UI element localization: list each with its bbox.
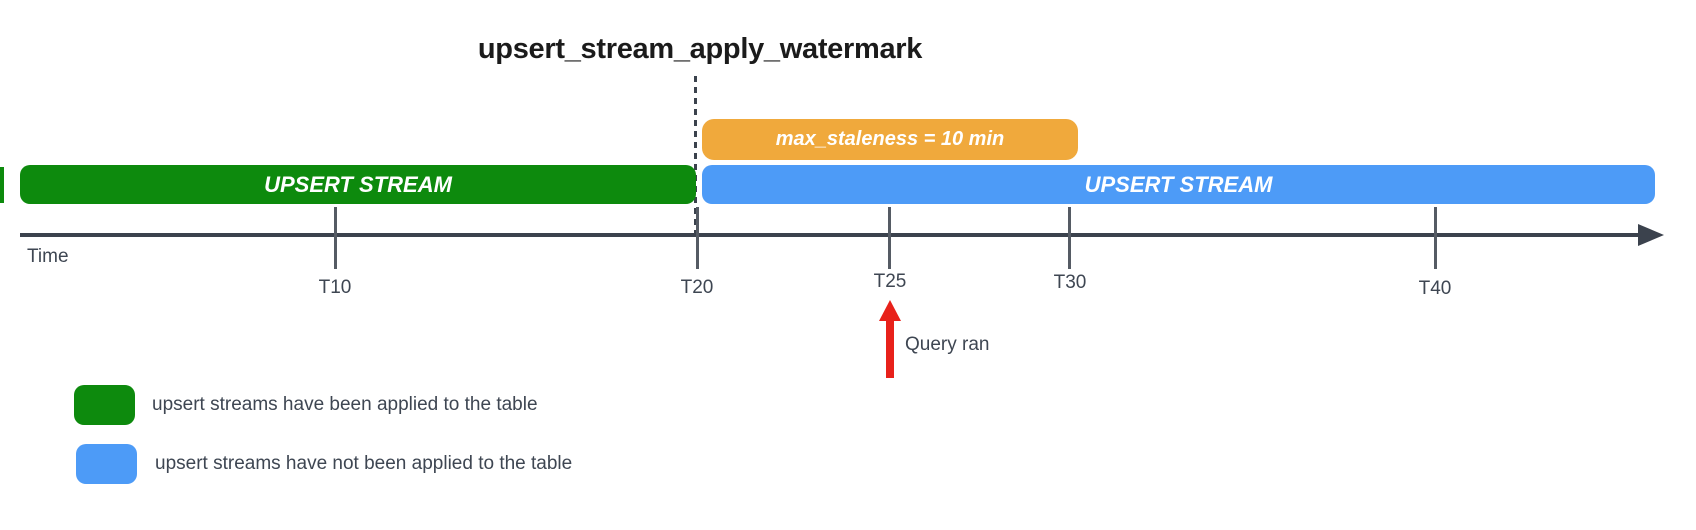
diagram-title: upsert_stream_apply_watermark: [477, 33, 923, 65]
staleness-bar-label: max_staleness = 10 min: [775, 128, 1005, 150]
tick-mark-t40: [1434, 207, 1437, 269]
query-arrow-shaft: [886, 318, 894, 378]
applied-stream-bar-label: UPSERT STREAM: [264, 171, 452, 197]
tick-mark-t25: [888, 207, 891, 269]
pending-stream-bar: UPSERT STREAM: [702, 165, 1655, 204]
staleness-bar: max_staleness = 10 min: [702, 119, 1078, 160]
axis-arrowhead-icon: [1638, 224, 1664, 246]
tick-mark-t10: [334, 207, 337, 269]
tick-label-t25: T25: [873, 271, 907, 292]
legend-swatch-not-applied: [76, 444, 137, 484]
time-axis-label: Time: [27, 246, 69, 267]
tick-label-t20: T20: [680, 277, 714, 298]
tick-label-t10: T10: [318, 277, 352, 298]
legend-label-not-applied: upsert streams have not been applied to …: [155, 453, 573, 474]
legend-label-applied: upsert streams have been applied to the …: [152, 394, 538, 415]
query-ran-label: Query ran: [905, 334, 990, 355]
legend-swatch-applied: [74, 385, 135, 425]
green-bar-edge-fragment: [0, 167, 4, 203]
watermark-dotted-line: [694, 76, 697, 234]
applied-stream-bar: UPSERT STREAM: [20, 165, 696, 204]
tick-mark-t20: [696, 207, 699, 269]
tick-label-t40: T40: [1418, 278, 1452, 299]
time-axis-line: [20, 233, 1642, 237]
query-arrow-up-icon: [879, 300, 901, 321]
tick-mark-t30: [1068, 207, 1071, 269]
tick-label-t30: T30: [1053, 272, 1087, 293]
pending-stream-bar-label: UPSERT STREAM: [1084, 171, 1273, 197]
